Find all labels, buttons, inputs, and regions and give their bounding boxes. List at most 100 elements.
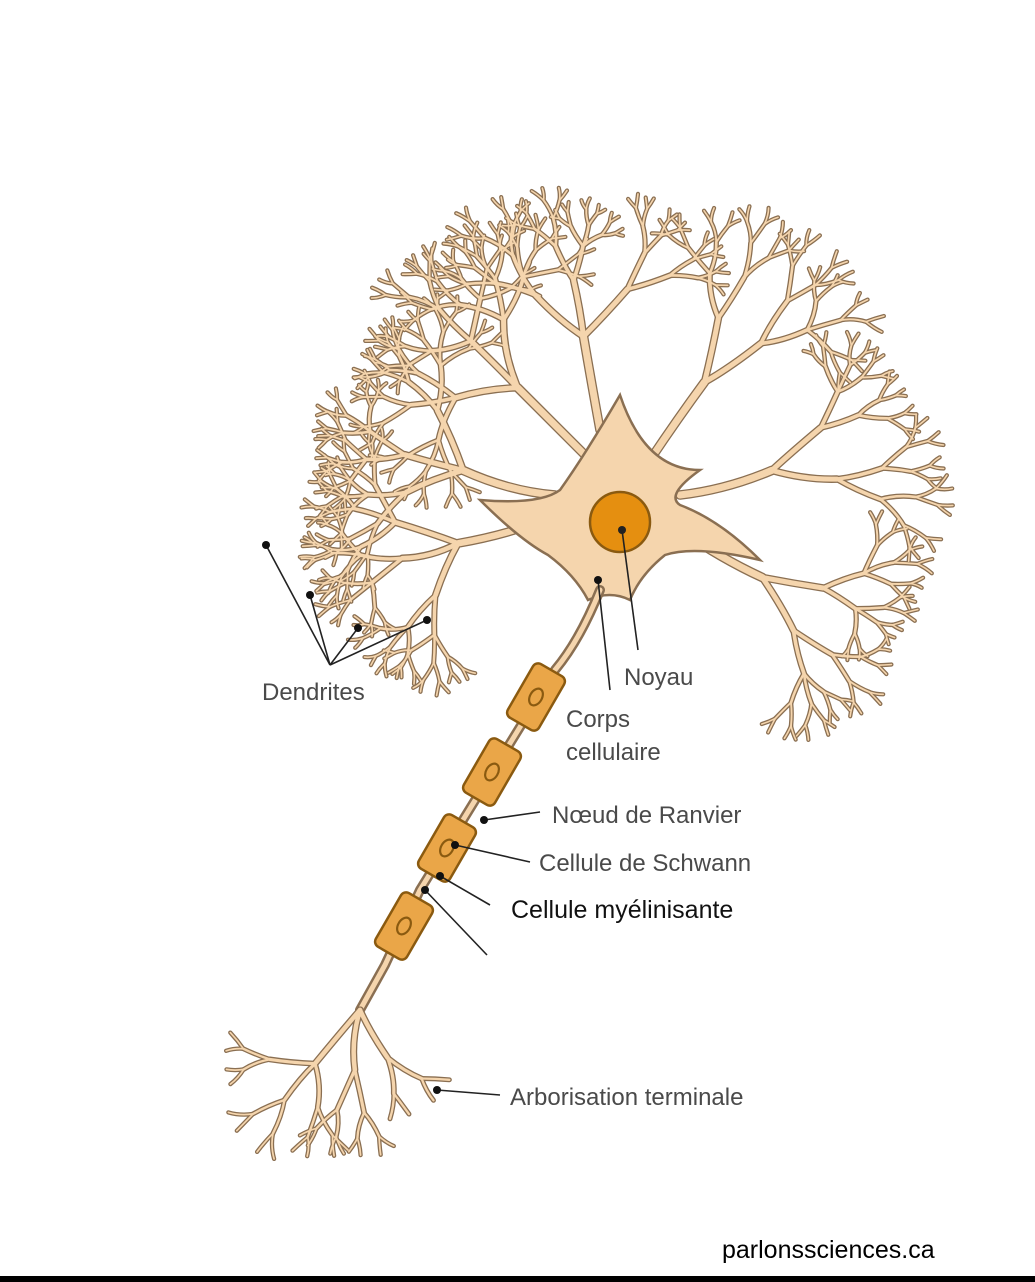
branch-fill [256, 1132, 274, 1153]
branch-fill [821, 586, 858, 611]
branch-fill [329, 533, 342, 545]
branch-fill [317, 434, 331, 437]
branch-fill [379, 325, 390, 338]
branch-fill [333, 463, 355, 470]
branch-fill [299, 1127, 318, 1137]
branch-fill [804, 702, 813, 726]
branch-fill [306, 1136, 310, 1158]
branch-fill [458, 303, 506, 322]
branch-fill [424, 438, 440, 472]
branch-fill [352, 368, 366, 375]
branch-fill [382, 371, 411, 384]
branch-fill [229, 1031, 245, 1050]
branch-fill [335, 387, 338, 401]
branch-fill [429, 339, 473, 353]
branch-fill [433, 288, 450, 292]
branch-fill [905, 426, 917, 449]
branch-fill [344, 581, 374, 585]
branch-fill [446, 655, 464, 670]
branch-fill [446, 226, 463, 237]
branch-fill [848, 344, 853, 367]
branch-fill [332, 479, 352, 489]
branch-fill [379, 625, 409, 631]
branch-fill [853, 632, 861, 650]
branch-fill [371, 421, 385, 444]
branch-fill [490, 341, 509, 348]
branch-fill [336, 398, 348, 417]
branch-fill [366, 552, 370, 577]
branch-fill [464, 486, 471, 501]
branch-fill [363, 623, 372, 634]
branch-fill [329, 577, 347, 584]
branch-fill [333, 498, 346, 510]
branch-fill [384, 327, 389, 343]
branch-fill [703, 238, 715, 247]
branch-fill [459, 466, 559, 499]
branch-fill [303, 556, 316, 569]
branch-fill [308, 480, 323, 483]
branch-fill [850, 359, 863, 372]
branch-fill [353, 507, 397, 524]
branch-fill [786, 264, 794, 303]
branch-fill [362, 1111, 381, 1138]
branch-fill [791, 244, 808, 267]
branch-fill [315, 1108, 339, 1130]
branch-fill [439, 347, 470, 367]
branch-fill [488, 222, 499, 235]
branch-fill [935, 487, 953, 491]
branch-fill [847, 632, 856, 650]
branch-fill [875, 620, 887, 635]
branch-fill [676, 466, 776, 499]
branch-fill [863, 349, 878, 354]
branch-fill [759, 299, 790, 346]
branch-fill [400, 666, 403, 679]
branch-fill [384, 621, 390, 636]
branch-fill [399, 319, 414, 323]
branch-fill [868, 691, 882, 705]
branch-fill [406, 349, 433, 367]
branch-fill [404, 345, 433, 353]
branch-fill [805, 328, 833, 354]
branch-fill [327, 594, 338, 607]
branch-fill [403, 467, 466, 495]
branch-fill [432, 661, 441, 683]
branch-fill [558, 189, 568, 202]
branch-fill [314, 552, 334, 561]
branch-fill [643, 234, 663, 255]
branch-fill [501, 317, 521, 391]
branch-fill [416, 371, 458, 400]
branch-fill [714, 270, 730, 274]
branch-fill [522, 268, 560, 279]
branch-fill [496, 221, 502, 235]
branch-fill [374, 345, 389, 351]
leader-dots [262, 541, 602, 1094]
branch-fill [229, 1068, 245, 1085]
branch-fill [514, 384, 589, 459]
branch-fill [853, 607, 858, 635]
branch-fill [877, 664, 888, 675]
branch-fill [767, 237, 781, 259]
branch-fill [848, 680, 855, 704]
branch-fill [859, 648, 879, 658]
branch-fill [929, 464, 945, 470]
branch-fill [353, 372, 366, 380]
branch-fill [865, 320, 883, 333]
branch-fill [587, 212, 598, 227]
branch-fill [479, 267, 489, 300]
branch-fill [929, 456, 941, 467]
branch-fill [759, 575, 826, 591]
branch-fill [391, 282, 411, 299]
branch-fill [392, 519, 461, 546]
branch-fill [325, 465, 336, 475]
branch-fill [830, 653, 851, 683]
branch-fill [407, 438, 440, 457]
branch-fill [878, 394, 897, 402]
branch-fill [318, 517, 333, 520]
branch-fill [314, 490, 328, 494]
branch-fill [854, 606, 885, 610]
branch-fill [790, 701, 793, 727]
branch-fill [351, 391, 366, 398]
branch-fill [365, 390, 373, 408]
branch-fill [465, 206, 472, 223]
branch-fill [391, 666, 402, 675]
